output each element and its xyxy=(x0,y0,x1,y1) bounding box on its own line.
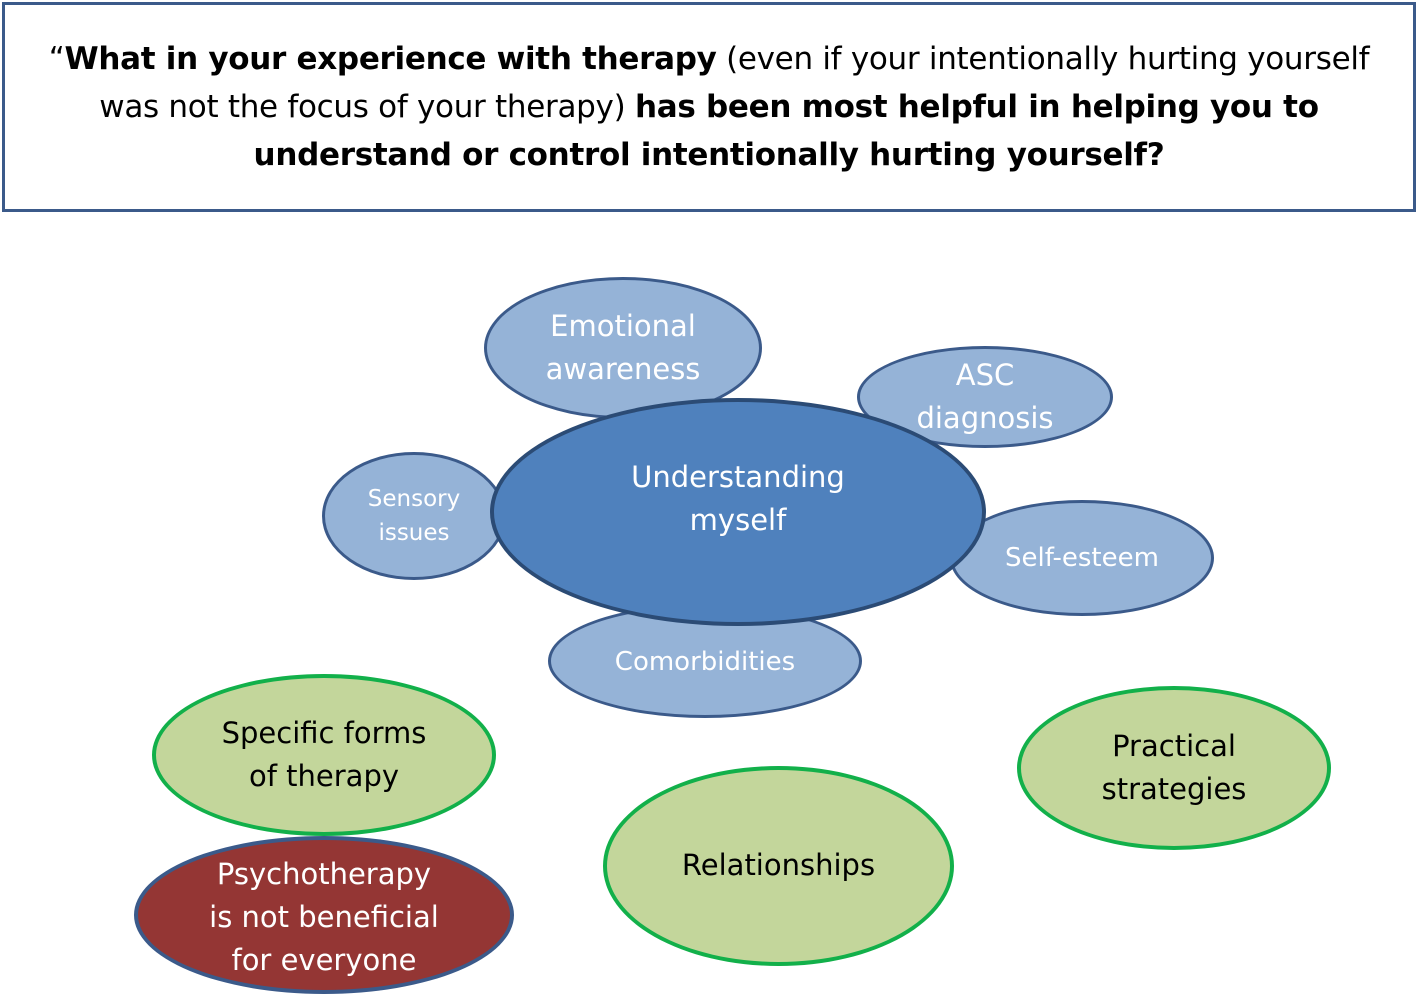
bubble-psychotherapy-not-beneficial: Psychotherapy is not beneficial for ever… xyxy=(134,836,514,994)
question-part-3: has been most helpful in helping you to … xyxy=(253,89,1319,173)
bubble-emotional-awareness: Emotional awareness xyxy=(484,277,762,419)
bubble-comorbidities: Comorbidities xyxy=(548,604,862,718)
label-sensory-issues: Sensory issues xyxy=(367,486,461,546)
label-relationships: Relationships xyxy=(681,847,876,882)
label-emotional-awareness: Emotional awareness xyxy=(545,309,701,386)
label-understanding-myself: Understanding myself xyxy=(631,460,845,537)
label-comorbidities: Comorbidities xyxy=(614,647,796,677)
question-box: “What in your experience with therapy (e… xyxy=(2,2,1416,212)
label-practical-strategies: Practical strategies xyxy=(1101,729,1247,806)
question-part-2: (even if your intentionally hurting your… xyxy=(99,41,1370,125)
bubble-relationships: Relationships xyxy=(603,766,954,966)
bubble-specific-forms-of-therapy: Specific forms of therapy xyxy=(152,674,496,836)
label-psychotherapy-not-beneficial: Psychotherapy is not beneficial for ever… xyxy=(209,856,439,977)
bubble-sensory-issues: Sensory issues xyxy=(322,452,506,580)
label-asc-diagnosis: ASC diagnosis xyxy=(916,358,1054,435)
bubble-understanding-myself: Understanding myself xyxy=(490,398,986,626)
question-text: “What in your experience with therapy (e… xyxy=(35,35,1383,179)
bubble-self-esteem: Self-esteem xyxy=(950,500,1214,616)
open-quote: “ xyxy=(48,41,65,77)
question-part-1: What in your experience with therapy xyxy=(64,41,717,77)
label-specific-forms-of-therapy: Specific forms of therapy xyxy=(221,716,427,793)
label-self-esteem: Self-esteem xyxy=(1005,543,1159,573)
bubble-practical-strategies: Practical strategies xyxy=(1017,686,1331,850)
